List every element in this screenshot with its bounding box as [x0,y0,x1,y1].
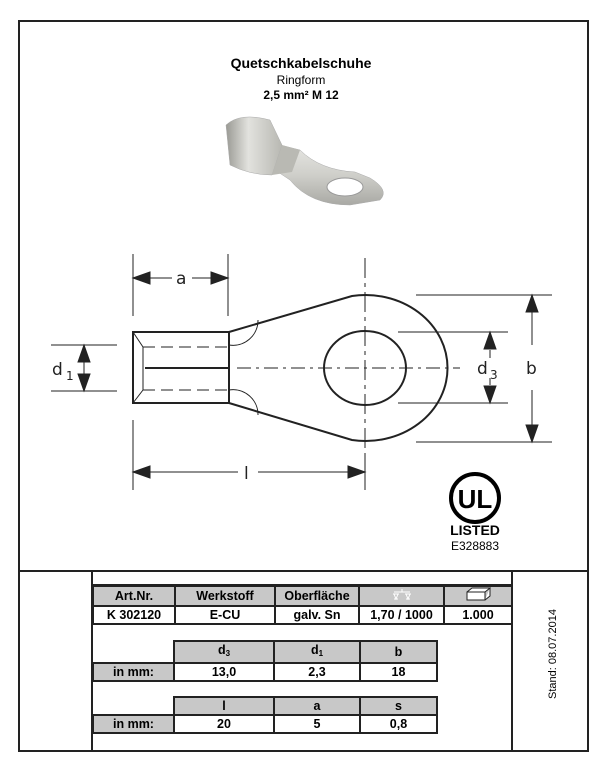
dim-label-d1: d [52,360,63,380]
header-oberflaeche: Oberfläche [274,585,360,607]
row-label: in mm: [92,714,175,734]
table-header-row: Art.Nr. Werkstoff Oberfläche [92,585,513,607]
technical-drawing: a l d 1 d 3 b UL LISTED E328883 [51,116,552,553]
cell-weight: 1,70 / 1000 [358,605,445,625]
header-s: s [359,696,438,716]
frame-divider [18,570,589,572]
header-art-nr: Art.Nr. [92,585,176,607]
dim-label-b: b [526,359,537,379]
header-d3: d3 [173,640,275,664]
cell-art-nr: K 302120 [92,605,176,625]
cell-werkstoff: E-CU [174,605,276,625]
dimension-table-2: l a s in mm: 20 5 0,8 [92,696,438,734]
scale-icon [392,589,411,601]
table-row: in mm: 13,0 2,3 18 [92,662,438,682]
cell-d1: 2,3 [273,662,361,682]
dim-label-d1-sub: 1 [66,369,74,383]
product-table: Art.Nr. Werkstoff Oberfläche K 302120 E-… [92,585,513,625]
page-spec: 2,5 mm² M 12 [263,88,339,102]
box-icon [466,587,492,601]
row-label: in mm: [92,662,175,682]
header-l: l [173,696,275,716]
product-photo [225,116,384,206]
cell-d3: 13,0 [173,662,275,682]
cell-l: 20 [173,714,275,734]
table-row: K 302120 E-CU galv. Sn 1,70 / 1000 1.000 [92,605,513,625]
ul-listed-text: LISTED [450,522,500,538]
ul-listed-logo: UL LISTED E328883 [449,472,501,553]
frame-divider-left [91,570,93,752]
cell-b: 18 [359,662,438,682]
stand-date: Stand: 08.07.2014 [547,609,559,699]
dim-label-l: l [244,464,249,484]
cell-s: 0,8 [359,714,438,734]
header-a: a [273,696,361,716]
cell-packaging: 1.000 [443,605,513,625]
cell-a: 5 [273,714,361,734]
table-header-row: d3 d1 b [93,640,438,664]
table-top-line [92,584,512,586]
header-packaging [443,585,513,607]
dimension-lines [51,254,552,490]
ul-file-number: E328883 [451,539,499,553]
page-title: Quetschkabelschuhe [230,55,372,71]
dim-label-a: a [176,269,186,289]
table-header-row: l a s [93,696,438,716]
dim-label-d3: d [477,359,488,379]
header-d1: d1 [273,640,361,664]
drawing-frame [18,20,589,752]
header-b: b [359,640,438,664]
table-row: in mm: 20 5 0,8 [92,714,438,734]
page-subtitle: Ringform [276,73,326,87]
frame-divider-right [511,570,513,752]
lug-outline [132,258,460,490]
dim-label-d3-sub: 3 [490,368,498,382]
header-werkstoff: Werkstoff [174,585,276,607]
cell-oberflaeche: galv. Sn [274,605,360,625]
dimension-table-1: d3 d1 b in mm: 13,0 2,3 18 [92,640,438,682]
header-weight [358,585,445,607]
ul-logo-text: UL [458,484,493,514]
